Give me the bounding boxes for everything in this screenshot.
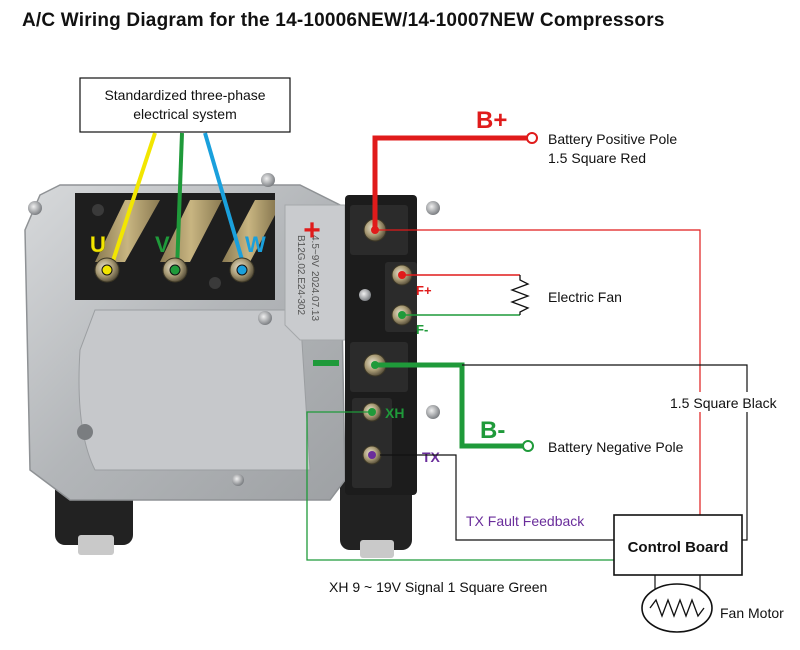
wire-xh xyxy=(306,411,614,561)
wire-battery-positive xyxy=(372,135,528,230)
label-bg xyxy=(666,392,796,412)
tx-feedback-label: TX Fault Feedback xyxy=(466,513,585,529)
screw-icon xyxy=(426,405,440,419)
terminal-dot-u xyxy=(101,264,113,276)
control-board xyxy=(613,514,743,576)
battery-positive-label: Battery Positive Pole xyxy=(548,131,677,147)
battery-positive-terminal xyxy=(526,132,538,144)
phase-label-w: W xyxy=(245,232,266,257)
fan-minus-label: F- xyxy=(416,322,428,337)
fan-motor-coil xyxy=(649,598,705,618)
housing-plug xyxy=(77,424,93,440)
screw-icon xyxy=(92,204,104,216)
wire-black-control xyxy=(462,364,748,541)
mount-stud-right xyxy=(360,540,394,558)
battery-negative-terminal xyxy=(522,440,534,452)
terminal-dot-v xyxy=(169,264,181,276)
phase-label-v: V xyxy=(155,232,170,257)
resistor-icon xyxy=(510,275,530,315)
terminal-dot-tx xyxy=(368,451,376,459)
housing-lower-plate xyxy=(78,309,311,471)
three-phase-line1: Standardized three-phase xyxy=(104,87,265,103)
electric-fan-label: Electric Fan xyxy=(548,289,622,305)
xh-signal-label: XH 9 ~ 19V Signal 1 Square Green xyxy=(329,579,547,595)
socket-signal xyxy=(352,398,392,488)
engraved-plate xyxy=(284,204,346,341)
tx-label: TX xyxy=(422,449,441,465)
screw-icon xyxy=(426,201,440,215)
terminal-dot-w xyxy=(236,264,248,276)
screw-icon xyxy=(359,289,371,301)
mount-foot-right xyxy=(340,478,412,550)
battery-negative-label: Battery Negative Pole xyxy=(548,439,684,455)
three-phase-line2: electrical system xyxy=(133,106,236,122)
control-board-label: Control Board xyxy=(628,539,729,556)
b-plus-label: B+ xyxy=(476,107,507,134)
busbar-u xyxy=(95,200,160,262)
wire-u-yellow xyxy=(108,132,157,271)
fan-motor-leads xyxy=(654,575,701,590)
fan-plus-label: F+ xyxy=(416,283,432,298)
busbar-w xyxy=(222,200,275,262)
wire-tx xyxy=(380,454,614,541)
engraving-text: B12G.02.E24-302 4.5~9V 2024.07.13 xyxy=(295,235,320,321)
phase-label-u: U xyxy=(90,232,106,257)
three-phase-box xyxy=(79,77,291,133)
fan-motor-label: Fan Motor xyxy=(720,605,784,621)
b-minus-label: B- xyxy=(480,417,505,444)
wire-red-control xyxy=(375,229,701,515)
wire-v-green xyxy=(175,132,184,271)
mount-stud-left xyxy=(78,535,114,555)
screw-icon xyxy=(209,277,221,289)
screw-icon xyxy=(258,311,272,325)
svg-text:B12G.02.E24-302: B12G.02.E24-302 xyxy=(295,235,306,315)
busbar-v xyxy=(160,200,222,262)
screw-icon xyxy=(232,474,244,486)
svg-text:2024.07.13: 2024.07.13 xyxy=(309,271,320,321)
screw-icon xyxy=(28,201,42,215)
screw-icon xyxy=(261,173,275,187)
xh-label: XH xyxy=(385,405,404,421)
svg-text:4.5~9V: 4.5~9V xyxy=(309,235,320,267)
wire-battery-negative xyxy=(375,362,524,449)
plus-symbol: + xyxy=(303,214,321,247)
wire-w-blue xyxy=(203,132,247,271)
page-title: A/C Wiring Diagram for the 14-10006NEW/1… xyxy=(22,10,665,31)
minus-symbol xyxy=(313,360,339,366)
square-black-label: 1.5 Square Black xyxy=(670,395,778,411)
battery-positive-spec: 1.5 Square Red xyxy=(548,150,646,166)
